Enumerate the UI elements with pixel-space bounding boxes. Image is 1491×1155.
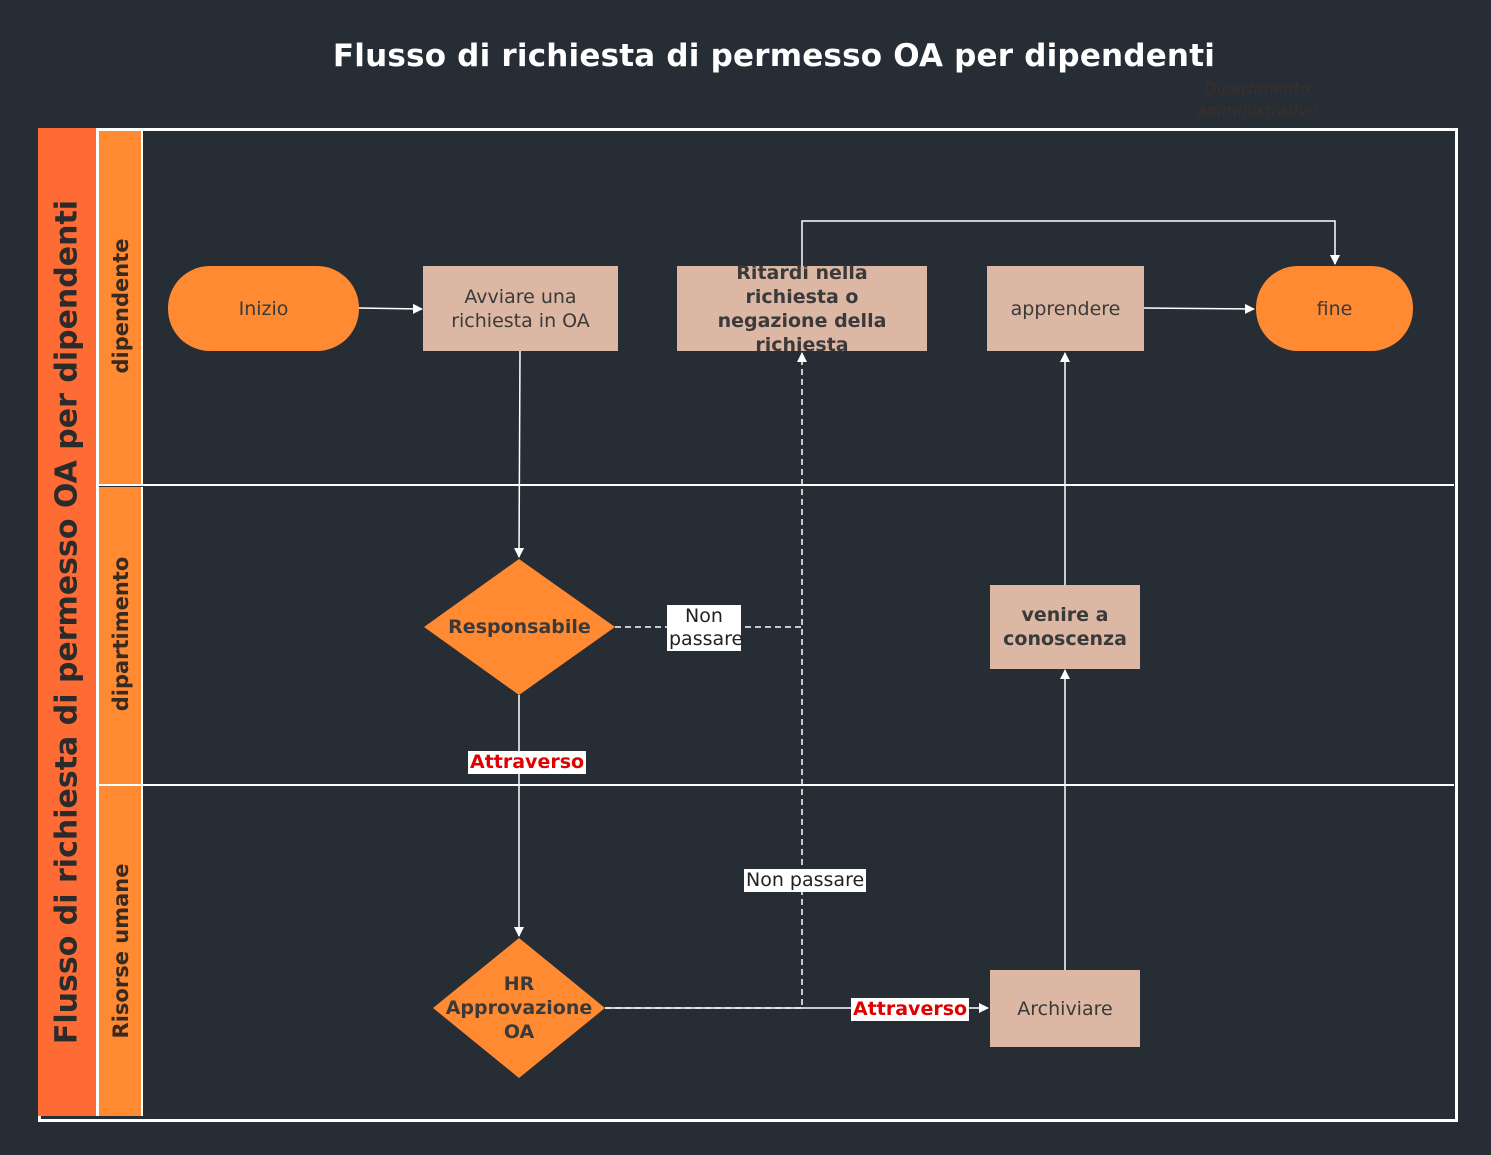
edge-label-manager-pass: Attraverso xyxy=(468,751,587,774)
lane-divider xyxy=(99,784,1454,786)
edge-delay-end xyxy=(801,220,1340,266)
lane-divider xyxy=(99,484,1454,486)
decision-manager-shape xyxy=(424,559,615,695)
notify-node: venire a conoscenza xyxy=(990,585,1140,669)
edge-label-hr-reject: Non passare xyxy=(744,869,867,892)
decision-manager-label: Responsabile xyxy=(448,616,591,638)
faint-note: Dipartimento amministrativo xyxy=(1196,79,1318,120)
learn-node: apprendere xyxy=(987,266,1144,351)
initiate-request-node: Avviare una richiesta in OA xyxy=(423,266,618,351)
start-node: Inizio xyxy=(168,266,359,351)
lane-header-dipendente xyxy=(99,131,143,485)
pool-header xyxy=(38,128,99,1116)
edge-hr-reject xyxy=(605,352,807,1009)
edge-label-hr-pass: Attraverso xyxy=(851,998,970,1021)
decision-hr-shape xyxy=(433,938,605,1078)
page-title: Flusso di richiesta di permesso OA per d… xyxy=(332,38,1216,74)
lane-header-dipartimento xyxy=(99,487,143,784)
decision-hr-label: HR Approvazione OA xyxy=(445,973,593,1043)
delay-or-deny-node: Ritardi nella richiesta o negazione dell… xyxy=(677,262,927,356)
edge-learn-end xyxy=(1143,303,1255,314)
edge-start-initiate xyxy=(358,303,423,314)
archive-node: Archiviare xyxy=(990,970,1140,1047)
lane-header-risorse-umane xyxy=(99,786,143,1116)
edge-initiate-manager xyxy=(514,350,525,558)
end-node: fine xyxy=(1256,266,1413,351)
edge-label-manager-reject: Non passare xyxy=(667,605,744,651)
